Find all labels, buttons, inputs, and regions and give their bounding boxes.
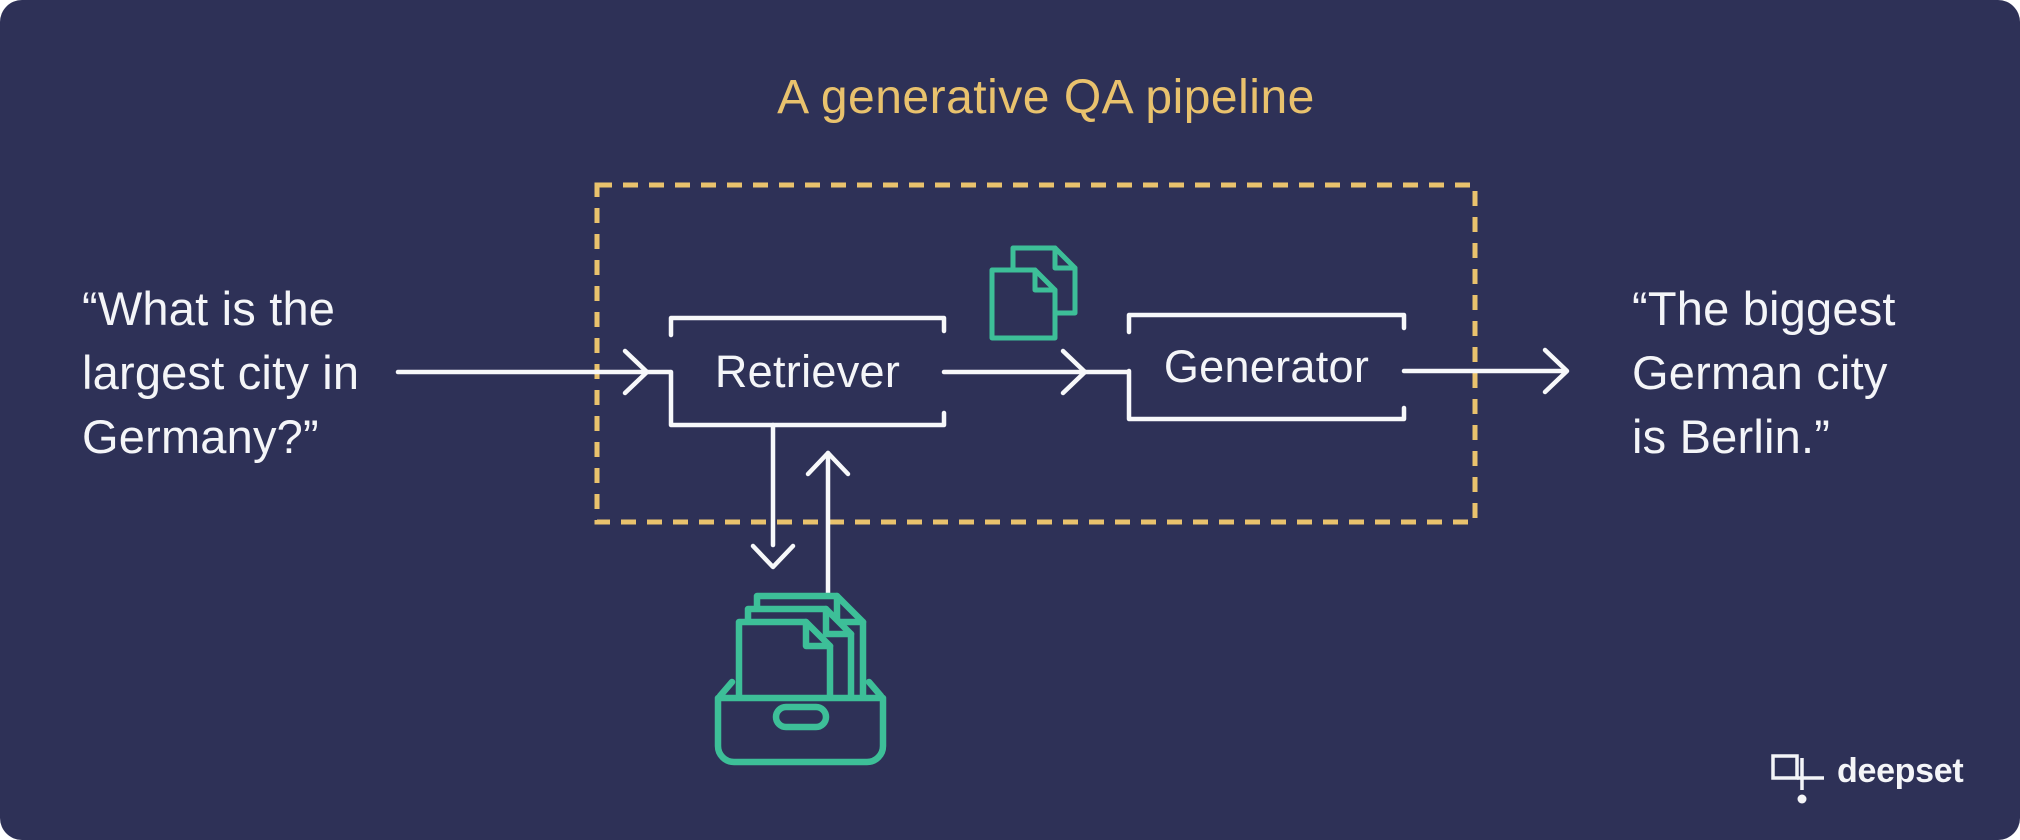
diagram-title: A generative QA pipeline <box>777 71 1315 124</box>
stored-file-front <box>735 618 834 704</box>
input-arrowhead-icon <box>622 348 650 396</box>
down-arrowhead-icon <box>750 543 796 570</box>
up-arrowhead-icon <box>805 450 851 477</box>
input-question-line-2: largest city in <box>82 346 360 399</box>
deepset-logo-icon <box>1771 754 1824 804</box>
drawer-handle <box>772 703 830 731</box>
document-front-fold <box>1032 267 1058 293</box>
logo-dot <box>1797 794 1807 804</box>
logo-square <box>1771 754 1799 780</box>
flow-lines <box>395 312 1570 643</box>
output-answer-text: “The biggest German city is Berlin.” <box>1632 277 1896 469</box>
teal-icons <box>714 245 1078 766</box>
document-store-drawer-icon <box>714 592 887 766</box>
retriever-node-label: Retriever <box>714 345 901 397</box>
input-question-line-1: “What is the <box>82 282 336 335</box>
generator-box-bottom <box>1126 368 1407 422</box>
documents-icon <box>989 245 1078 341</box>
output-answer-line-1: “The biggest <box>1632 282 1896 335</box>
output-answer-line-2: German city <box>1632 346 1888 399</box>
stored-file-front-fold <box>802 618 834 650</box>
output-answer-line-3: is Berlin.” <box>1632 410 1831 463</box>
drawer-rim-right <box>865 678 885 700</box>
input-question-line-3: Germany?” <box>82 410 319 463</box>
stored-file-middle-fold <box>822 605 855 638</box>
pipeline-boundary-dashed-box <box>594 182 1478 525</box>
generator-box-top <box>1126 312 1407 335</box>
document-back-fold <box>1052 245 1078 271</box>
drawer-rim-left <box>716 678 736 700</box>
document-front-page <box>989 267 1058 341</box>
connector-arrowhead-icon <box>1060 348 1088 396</box>
output-arrowhead-icon <box>1542 347 1570 395</box>
deepset-wordmark: deepset <box>1837 752 1964 790</box>
retriever-box-top <box>668 315 947 338</box>
retriever-box-bottom <box>668 369 947 428</box>
input-question-text: “What is the largest city in Germany?” <box>82 277 359 469</box>
generator-node-label: Generator <box>1163 341 1370 392</box>
